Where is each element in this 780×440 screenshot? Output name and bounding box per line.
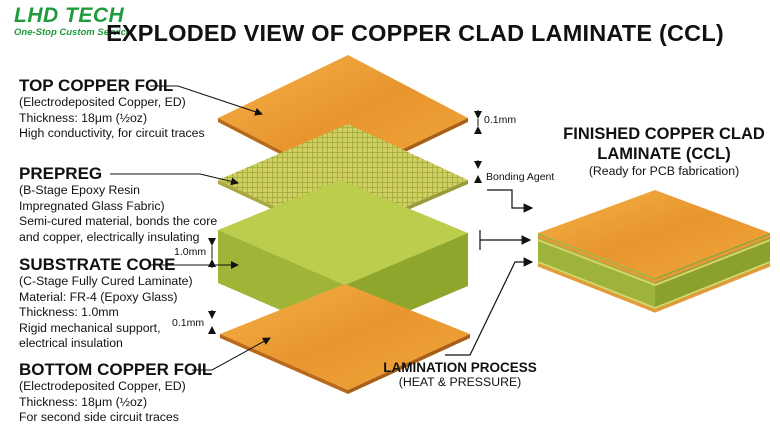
substrate-label: SUBSTRATE CORE (C-Stage Fully Cured Lami… [19, 255, 193, 352]
prepreg-heading: PREPREG [19, 164, 103, 183]
prepreg-line: (B-Stage Epoxy Resin [19, 183, 140, 197]
prepreg-line: Semi-cured material, bonds the core [19, 214, 218, 228]
prepreg-line: and copper, electrically insulating [19, 229, 200, 244]
page-title: EXPLODED VIEW OF COPPER CLAD LAMINATE (C… [106, 20, 724, 46]
top-copper-label: TOP COPPER FOIL (Electrodeposited Copper… [19, 76, 205, 142]
substrate-heading: SUBSTRATE CORE [19, 255, 176, 274]
bottom-copper-line: (Electrodeposited Copper, ED) [19, 379, 186, 393]
bottom-copper-line: For second side circuit traces [19, 410, 179, 424]
substrate-line: electrical insulation [19, 336, 123, 350]
lamination-note: (HEAT & PRESSURE) [398, 375, 522, 389]
bottom-copper-line: Thickness: 18μm (½oz) [19, 394, 148, 409]
top-copper-heading: TOP COPPER FOIL [19, 76, 174, 95]
prepreg-line: Impregnated Glass Fabric) [19, 198, 165, 213]
dimension-markers [208, 110, 482, 334]
substrate-line: Rigid mechanical support, [19, 320, 161, 335]
bottom-copper-foil-layer [220, 284, 470, 394]
finished-heading-2: LAMINATE (CCL) [597, 145, 731, 163]
substrate-line: Material: FR-4 (Epoxy Glass) [19, 289, 178, 304]
top-foil-dimension: 0.1mm [484, 114, 517, 126]
lamination-arrows [445, 189, 534, 356]
lamination-heading: LAMINATION PROCESS [383, 360, 537, 375]
top-copper-line: Thickness: 18μm (½oz) [19, 110, 148, 125]
finished-heading-1: FINISHED COPPER CLAD [563, 125, 765, 143]
substrate-line: Thickness: 1.0mm [19, 305, 119, 319]
substrate-line: (C-Stage Fully Cured Laminate) [19, 274, 193, 288]
logo-tagline: One-Stop Custom Service [14, 27, 132, 38]
leader-lines [110, 85, 271, 371]
core-dimension: 1.0mm [174, 246, 207, 258]
logo-text: LHD TECH [14, 4, 125, 27]
bonding-agent-label: Bonding Agent [486, 171, 555, 183]
finished-ccl-label: FINISHED COPPER CLAD LAMINATE (CCL) (Rea… [548, 124, 780, 178]
top-copper-line: High conductivity, for circuit traces [19, 126, 205, 140]
finished-ccl-board [537, 190, 771, 313]
prepreg-label: PREPREG (B-Stage Epoxy Resin Impregnated… [19, 164, 217, 245]
top-copper-line: (Electrodeposited Copper, ED) [19, 95, 186, 109]
bottom-copper-label: BOTTOM COPPER FOIL (Electrodeposited Cop… [19, 360, 212, 426]
bottom-foil-dimension: 0.1mm [172, 317, 205, 329]
finished-note: (Ready for PCB fabrication) [588, 164, 740, 178]
bottom-copper-heading: BOTTOM COPPER FOIL [19, 360, 213, 379]
lamination-label: LAMINATION PROCESS (HEAT & PRESSURE) [380, 360, 540, 389]
